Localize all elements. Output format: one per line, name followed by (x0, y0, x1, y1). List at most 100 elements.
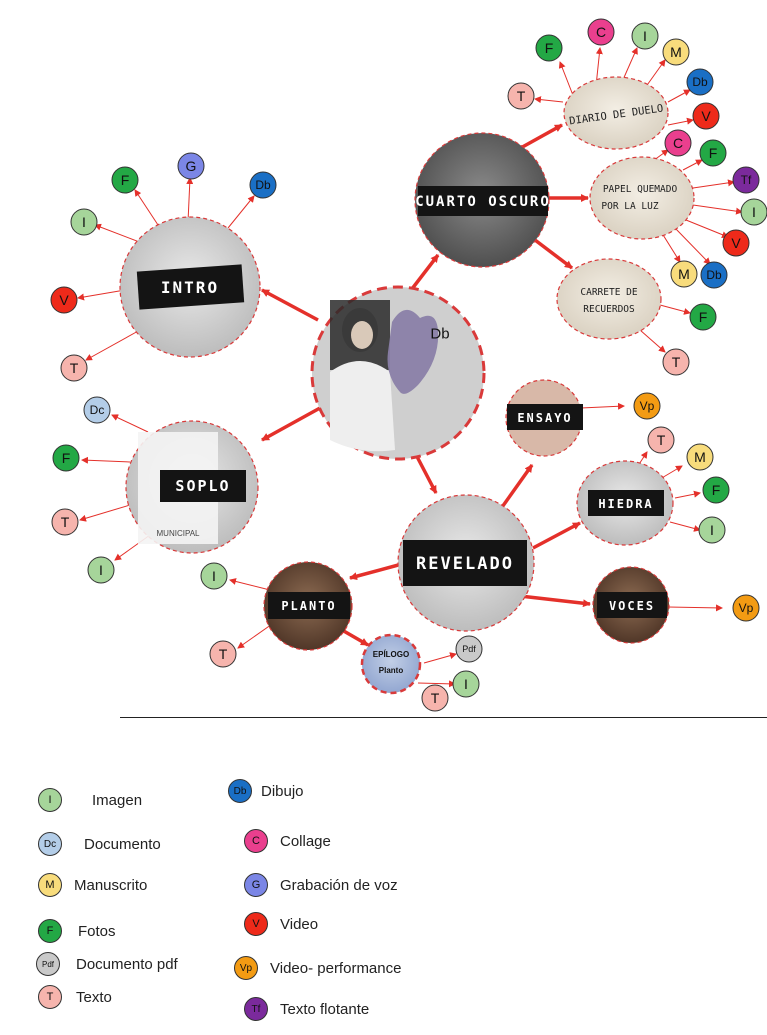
soplo-label: SOPLO (175, 477, 230, 495)
legend-label: Fotos (78, 922, 116, 940)
svg-text:I: I (212, 568, 216, 584)
revelado-node[interactable]: REVELADO (397, 494, 535, 632)
badge-v-icon: V (722, 229, 750, 257)
cuarto-oscuro-label: CUARTO OSCURO (415, 194, 551, 210)
badge-m-icon: M (38, 873, 62, 897)
arrow-to-epilogo (341, 628, 369, 647)
badge-t-icon: T (647, 426, 675, 454)
svg-text:F: F (709, 145, 718, 161)
badge-v-icon: V (692, 102, 720, 130)
mind-map: Db INTRO CUARTO OSCURO DIARIO DE DUELO P… (50, 18, 767, 712)
badge-f-icon: F (535, 34, 563, 62)
legend-item-texto: T Texto (38, 985, 112, 1009)
intro-label: INTRO (161, 278, 219, 297)
badge-v-icon: V (244, 912, 268, 936)
badge-dc-icon: Dc (83, 396, 111, 424)
badge-tf-icon: Tf (244, 997, 268, 1021)
badge-t-icon: T (421, 684, 449, 712)
arrow-to-carrete (533, 238, 574, 270)
legend-item-manuscrito: M Manuscrito (38, 873, 147, 897)
badge-i-icon: I (87, 556, 115, 584)
svg-text:T: T (672, 354, 681, 370)
svg-text:Vp: Vp (640, 399, 655, 413)
planto-node[interactable]: PLANTO (263, 561, 353, 651)
svg-text:T: T (219, 646, 228, 662)
legend-item-dibujo: Db Dibujo (228, 779, 304, 803)
badge-t-icon: T (662, 348, 690, 376)
badge-v-icon: V (50, 286, 78, 314)
svg-text:T: T (61, 514, 70, 530)
heart-drawing (387, 309, 439, 394)
carrete-de-recuerdos-node[interactable]: CARRETE DE RECUERDOS (556, 258, 662, 340)
planto-label: PLANTO (281, 599, 336, 613)
svg-text:T: T (657, 432, 666, 448)
arrow-to-diario (516, 123, 563, 152)
badge-c-icon: C (587, 18, 615, 46)
legend-label: Manuscrito (74, 876, 148, 894)
svg-text:Vp: Vp (739, 601, 754, 615)
badge-m-icon: M (662, 38, 690, 66)
badge-pdf-icon: Pdf (455, 635, 483, 663)
badge-f-icon: F (689, 303, 717, 331)
svg-text:F: F (545, 40, 554, 56)
legend-label: Documento (84, 835, 161, 853)
svg-text:Pdf: Pdf (462, 644, 476, 654)
badge-t-icon: T (51, 508, 79, 536)
legend-label: Documento pdf (76, 955, 178, 973)
badge-f-icon: F (111, 166, 139, 194)
voces-node[interactable]: VOCES (592, 566, 670, 644)
diario-de-duelo-node[interactable]: DIARIO DE DUELO (563, 76, 669, 150)
legend-item-imagen: I Imagen (38, 788, 142, 812)
soplo-node[interactable]: SOPLO MUNICIPAL (125, 420, 259, 554)
papel-label-1: PAPEL QUEMADO (603, 184, 678, 195)
central-photo-node[interactable]: Db (310, 285, 486, 461)
ensayo-node[interactable]: ENSAYO (505, 379, 583, 457)
legend-item-video-performance: Vp Video- performance (234, 956, 401, 980)
svg-text:M: M (670, 44, 682, 60)
voces-label: VOCES (609, 599, 655, 613)
epilogo-label-1: EPÍLOGO (373, 650, 409, 659)
papel-quemado-node[interactable]: PAPEL QUEMADO POR LA LUZ (589, 156, 695, 240)
svg-text:I: I (99, 562, 103, 578)
svg-text:F: F (62, 450, 71, 466)
intro-node[interactable]: INTRO (119, 216, 261, 358)
center-db-tag: Db (430, 326, 449, 343)
carrete-label-2: RECUERDOS (583, 304, 635, 315)
legend-label: Texto flotante (280, 1000, 370, 1018)
carrete-label-1: CARRETE DE (580, 287, 637, 298)
legend-item-video: V Video (244, 912, 318, 936)
badge-t-icon: T (209, 640, 237, 668)
legend-item-documento-pdf: Pdf Documento pdf (36, 952, 178, 976)
revelado-label: REVELADO (416, 554, 514, 574)
badge-i-icon: I (698, 516, 726, 544)
epilogo-planto-node[interactable]: EPÍLOGO Planto (360, 633, 422, 695)
badge-m-icon: M (670, 260, 698, 288)
cuarto-oscuro-node[interactable]: CUARTO OSCURO (414, 132, 551, 268)
legend-label: Imagen (92, 791, 143, 809)
svg-text:V: V (59, 292, 69, 308)
badge-tf-icon: Tf (732, 166, 760, 194)
arrow-to-planto (349, 562, 403, 581)
badge-db-icon: Db (700, 261, 728, 289)
svg-text:T: T (431, 690, 440, 706)
badge-f-icon: F (702, 476, 730, 504)
legend-label: Video (280, 915, 319, 933)
papel-label-2: POR LA LUZ (601, 201, 658, 212)
badge-db-icon: Db (686, 68, 714, 96)
badge-db-icon: Db (228, 779, 252, 803)
hiedra-node[interactable]: HIEDRA (576, 460, 674, 546)
svg-text:T: T (70, 360, 79, 376)
badge-f-icon: F (38, 919, 62, 943)
ensayo-label: ENSAYO (517, 411, 572, 425)
svg-text:F: F (712, 482, 721, 498)
arrow-to-ensayo (498, 463, 534, 512)
arrow-to-intro (261, 288, 319, 322)
svg-text:C: C (673, 135, 683, 151)
legend-label: Collage (280, 832, 331, 850)
legend-label: Video- performance (270, 959, 402, 977)
svg-text:Db: Db (706, 268, 722, 282)
badge-i-icon: I (200, 562, 228, 590)
arrow-to-soplo (261, 406, 321, 442)
